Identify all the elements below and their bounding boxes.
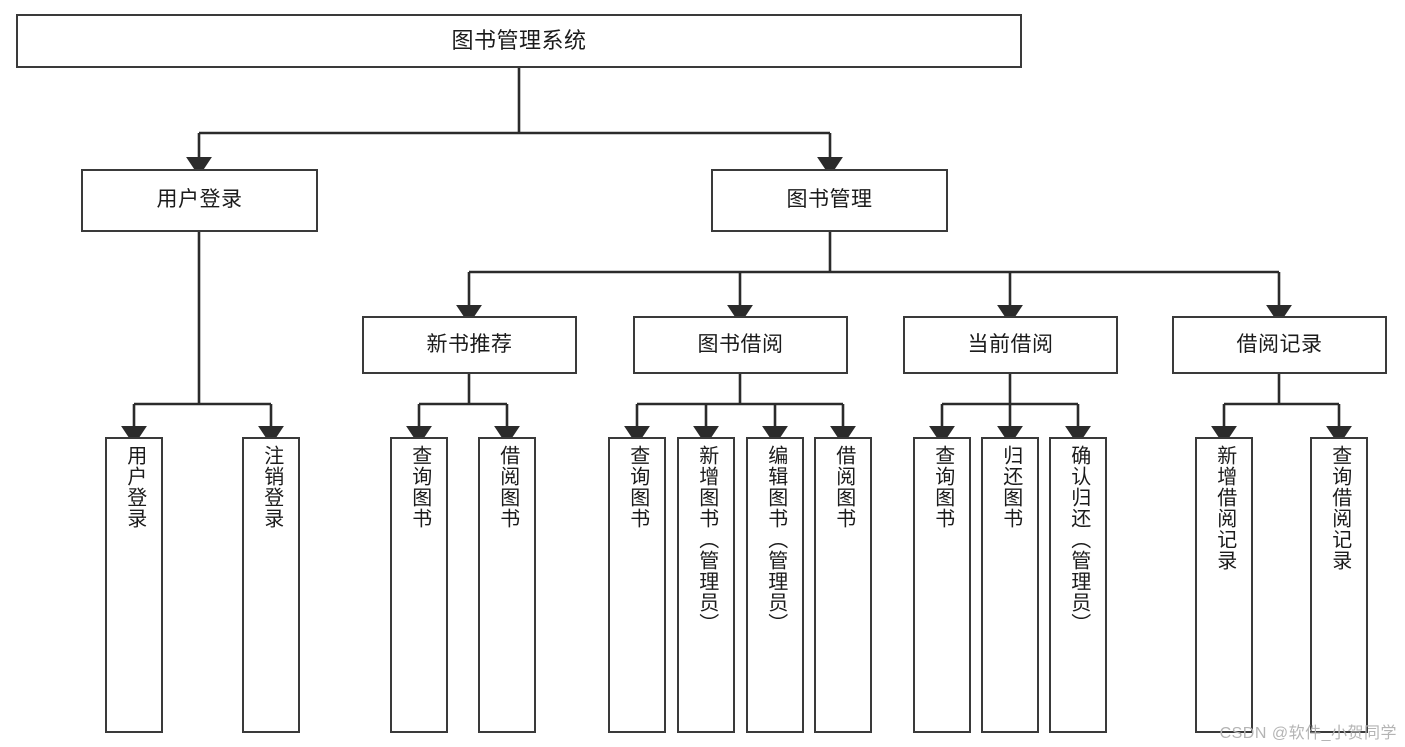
leaf-return-book[interactable]: 归还图书 <box>981 437 1039 733</box>
node-label: 用户登录 <box>123 445 146 529</box>
leaf-user-login[interactable]: 用户登录 <box>105 437 163 733</box>
node-new-book-recommend[interactable]: 新书推荐 <box>362 316 577 374</box>
node-label: 用户登录 <box>156 188 243 212</box>
node-borrow-record[interactable]: 借阅记录 <box>1172 316 1387 374</box>
node-user-login[interactable]: 用户登录 <box>81 169 318 232</box>
node-label: 查询借阅记录 <box>1328 445 1351 571</box>
node-label: 借阅图书 <box>832 445 855 529</box>
leaf-borrow-book[interactable]: 借阅图书 <box>814 437 872 733</box>
leaf-query-book-current[interactable]: 查询图书 <box>913 437 971 733</box>
node-label: 新增图书（管理员） <box>695 445 718 634</box>
leaf-confirm-return[interactable]: 确认归还（管理员） <box>1049 437 1107 733</box>
node-label: 图书借阅 <box>697 332 784 356</box>
leaf-add-borrow-record[interactable]: 新增借阅记录 <box>1195 437 1253 733</box>
node-label: 查询图书 <box>931 445 954 529</box>
node-label: 归还图书 <box>999 445 1022 529</box>
node-label: 查询图书 <box>626 445 649 529</box>
leaf-edit-book[interactable]: 编辑图书（管理员） <box>746 437 804 733</box>
leaf-query-borrow-record[interactable]: 查询借阅记录 <box>1310 437 1368 733</box>
node-label: 图书管理 <box>786 188 873 212</box>
node-label: 当前借阅 <box>967 332 1054 356</box>
leaf-borrow-book-new-recommend[interactable]: 借阅图书 <box>478 437 536 733</box>
node-label: 确认归还（管理员） <box>1067 445 1090 634</box>
leaf-query-book-new-recommend[interactable]: 查询图书 <box>390 437 448 733</box>
node-current-borrow[interactable]: 当前借阅 <box>903 316 1118 374</box>
node-label: 图书管理系统 <box>451 28 587 54</box>
node-label: 借阅记录 <box>1236 332 1323 356</box>
node-book-management[interactable]: 图书管理 <box>711 169 948 232</box>
node-label: 借阅图书 <box>496 445 519 529</box>
node-label: 编辑图书（管理员） <box>764 445 787 634</box>
leaf-query-book-borrow[interactable]: 查询图书 <box>608 437 666 733</box>
node-label: 新增借阅记录 <box>1213 445 1236 571</box>
leaf-logout-login[interactable]: 注销登录 <box>242 437 300 733</box>
node-label: 查询图书 <box>408 445 431 529</box>
node-label: 新书推荐 <box>426 332 513 356</box>
node-label: 注销登录 <box>260 445 283 529</box>
node-book-borrow[interactable]: 图书借阅 <box>633 316 848 374</box>
node-book-management-system[interactable]: 图书管理系统 <box>16 14 1022 68</box>
csdn-watermark: CSDN @软件_小贺同学 <box>1219 725 1397 742</box>
leaf-add-book[interactable]: 新增图书（管理员） <box>677 437 735 733</box>
